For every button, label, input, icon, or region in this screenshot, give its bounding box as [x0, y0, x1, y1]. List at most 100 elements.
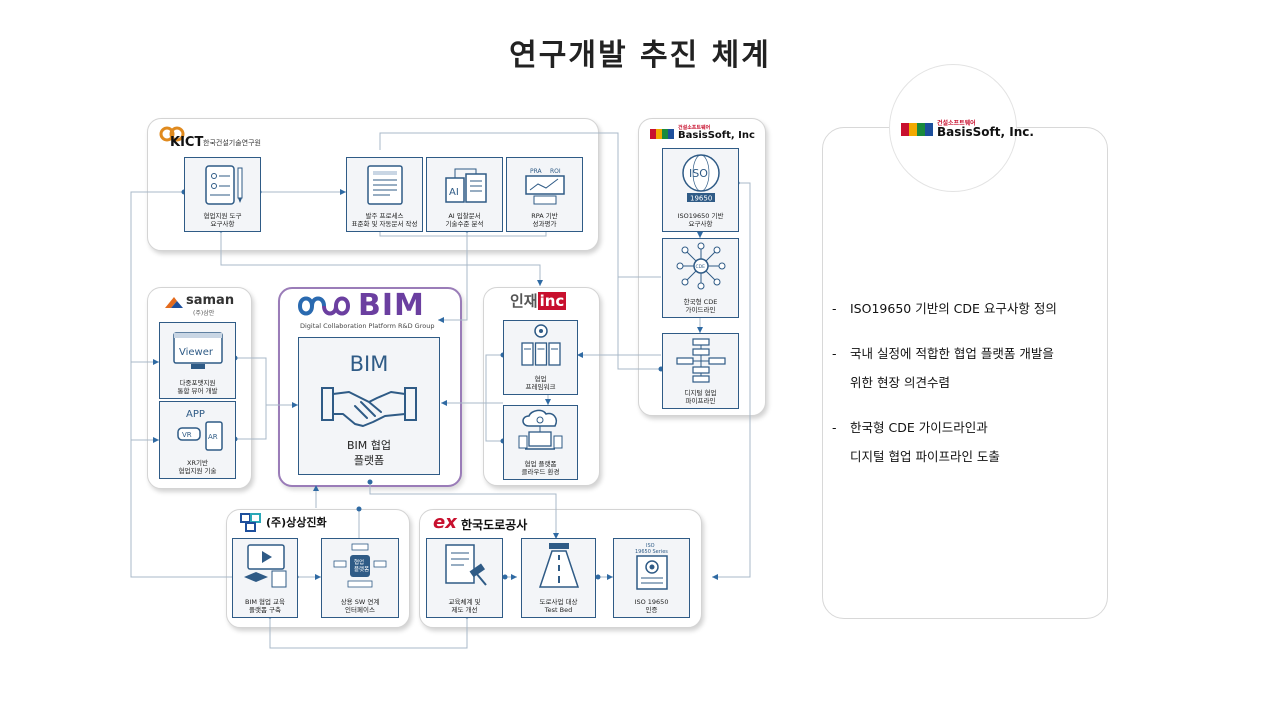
roi-label: ROI [550, 168, 561, 175]
card-caption: 발주 프로세스 표준화 및 자동문서 작성 [351, 212, 418, 228]
infinity-icon [297, 296, 351, 316]
saman-mark-icon [165, 297, 183, 308]
sangsang-name: (주)상상진화 [266, 516, 327, 529]
card-cloud: 협업 플랫폼 클라우드 환경 [503, 405, 578, 480]
pra-label: PRA [530, 168, 543, 175]
saman-name: saman [186, 293, 235, 308]
bullet-dash: - [832, 301, 837, 316]
basissoft-side-mark-icon [901, 123, 933, 136]
bullet-dash: - [832, 420, 837, 435]
bim-platform-box: BIM BIM 협업 플랫폼 [298, 337, 440, 475]
kict-name: 한국건설기술연구원 [203, 139, 261, 147]
card-viewer: Viewer 다중포맷지원 통합 뷰어 개발 [159, 322, 236, 399]
card-caption: AI 입찰문서 기술수준 분석 [445, 212, 484, 228]
viewer-label: Viewer [179, 347, 214, 358]
network-hub-icon: CDE [676, 242, 725, 290]
card-iso-requirements: ISO 19650 ISO19650 기반 요구사항 [662, 148, 739, 232]
card-caption: 협업 플랫폼 클라우드 환경 [521, 460, 560, 476]
card-rpa: PRA ROI RPA 기반 성과평가 [506, 157, 583, 232]
card-caption: 상용 SW 연계 인터페이스 [340, 598, 380, 614]
kict-logo: KICT 한국건설기술연구원 [158, 125, 261, 150]
page-title: 연구개발 추진 체계 [509, 38, 771, 73]
side-logo-small: 건설소프트웨어 [937, 120, 976, 127]
card-caption: 도로사업 대상 Test Bed [539, 598, 578, 614]
card-framework: 협업 프레임워크 [503, 320, 578, 395]
card-ai-bid: AI AI 입찰문서 기술수준 분석 [426, 157, 503, 232]
saman-logo: saman (주)삼안 [163, 293, 234, 317]
bullet-text: 국내 실정에 적합한 협업 플랫폼 개발을 위한 현장 의견수렴 [850, 346, 1054, 390]
card-caption: ISO19650 기반 요구사항 [677, 212, 724, 228]
document-pencil-icon [204, 165, 242, 205]
sangsang-mark-icon [240, 513, 261, 532]
handshake-icon [321, 387, 417, 427]
iso-series-a: ISO [646, 543, 655, 549]
iso-certificate-icon: ISO 19650 Series [635, 543, 668, 590]
xr-headset-icon: APP VR AR [176, 409, 223, 451]
ai-document-icon: AI [444, 168, 487, 203]
saman-sub: (주)삼안 [193, 310, 215, 317]
card-caption: 협업지원 도구 요구사항 [203, 212, 242, 228]
vr-label: VR [182, 431, 192, 439]
card-iso-certification: ISO 19650 Series ISO 19650 인증 [613, 538, 690, 618]
card-cde-guideline: CDE 한국형 CDE 가이드라인 [662, 238, 739, 318]
iso-label: ISO [689, 167, 708, 180]
injae-text: 인재 [510, 292, 538, 310]
bim-center-title: BIM [349, 352, 389, 376]
summary-panel [822, 127, 1108, 619]
road-icon [538, 543, 579, 588]
iso-globe-icon: ISO 19650 [681, 154, 720, 203]
document-gavel-icon [444, 544, 487, 586]
card-caption: 한국형 CDE 가이드라인 [683, 298, 718, 314]
iso-number: 19650 [690, 195, 712, 203]
bullet-item: - ISO19650 기반의 CDE 요구사항 정의 [832, 300, 1102, 323]
card-digital-pipeline: 디지털 협업 파이프라인 [662, 333, 739, 409]
side-basissoft-logo: 건설소프트웨어 BasisSoft, Inc. [901, 120, 1034, 142]
card-kict-requirements: 협업지원 도구 요구사항 [184, 157, 261, 232]
ex-logo: ex 한국도로공사 [433, 512, 527, 533]
card-order-process: 발주 프로세스 표준화 및 자동문서 작성 [346, 157, 423, 232]
ex-name: 한국도로공사 [461, 518, 528, 532]
card-xr: APP VR AR XR기반 협업지원 기술 [159, 401, 236, 479]
bullet-text: ISO19650 기반의 CDE 요구사항 정의 [850, 301, 1057, 316]
server-gear-icon [520, 324, 561, 366]
card-testbed: 도로사업 대상 Test Bed [521, 538, 596, 618]
bullet-dash: - [832, 346, 837, 361]
bullet-item: - 한국형 CDE 가이드라인과 디지털 협업 파이프라인 도출 [832, 419, 1102, 471]
card-caption: 디지털 협업 파이프라인 [684, 389, 717, 405]
card-caption: 협업 프레임워크 [525, 375, 556, 391]
ex-mark: ex [433, 512, 457, 533]
card-institution: 교육체계 및 제도 개선 [426, 538, 503, 618]
card-caption: 교육체계 및 제도 개선 [448, 598, 481, 614]
bim-logo-text: BIM [358, 288, 425, 323]
side-logo-name: BasisSoft, Inc. [937, 125, 1034, 139]
cde-label: CDE [695, 264, 705, 270]
form-document-icon [366, 165, 403, 205]
graduation-monitor-icon [244, 544, 287, 588]
kict-abbr: KICT [170, 135, 204, 150]
card-caption: 다중포맷지원 통합 뷰어 개발 [177, 379, 218, 395]
card-caption: BIM 협업 교육 플랫폼 구축 [244, 598, 286, 614]
summary-bullets: - ISO19650 기반의 CDE 요구사항 정의 - 국내 실정에 적합한 … [832, 300, 1102, 493]
kict-mark-icon [159, 126, 185, 142]
bullet-item: - 국내 실정에 적합한 협업 플랫폼 개발을 위한 현장 의견수렴 [832, 345, 1102, 397]
basissoft-mark-icon [650, 129, 674, 139]
sangsang-logo: (주)상상진화 [240, 512, 327, 536]
card-caption: RPA 기반 성과평가 [531, 212, 558, 228]
bullet-text: 한국형 CDE 가이드라인과 디지털 협업 파이프라인 도출 [850, 420, 1000, 464]
basissoft-name: BasisSoft, Inc [678, 130, 755, 141]
card-caption: ISO 19650 인증 [634, 598, 669, 614]
injae-inc: inc [537, 292, 567, 310]
rpa-chart-icon: PRA ROI [524, 168, 565, 205]
basissoft-logo: 건설소프트웨어 BasisSoft, Inc [650, 125, 755, 145]
cloud-devices-icon [518, 409, 562, 450]
bim-center-label: BIM 협업 플랫폼 [346, 439, 392, 467]
ai-label: AI [449, 187, 459, 198]
card-caption: XR기반 협업지원 기술 [178, 459, 217, 475]
bim-logo-sub: Digital Collaboration Platform R&D Group [300, 322, 435, 330]
monitor-viewer-icon: Viewer [172, 332, 223, 369]
iso-series-b: 19650 Series [635, 549, 668, 555]
